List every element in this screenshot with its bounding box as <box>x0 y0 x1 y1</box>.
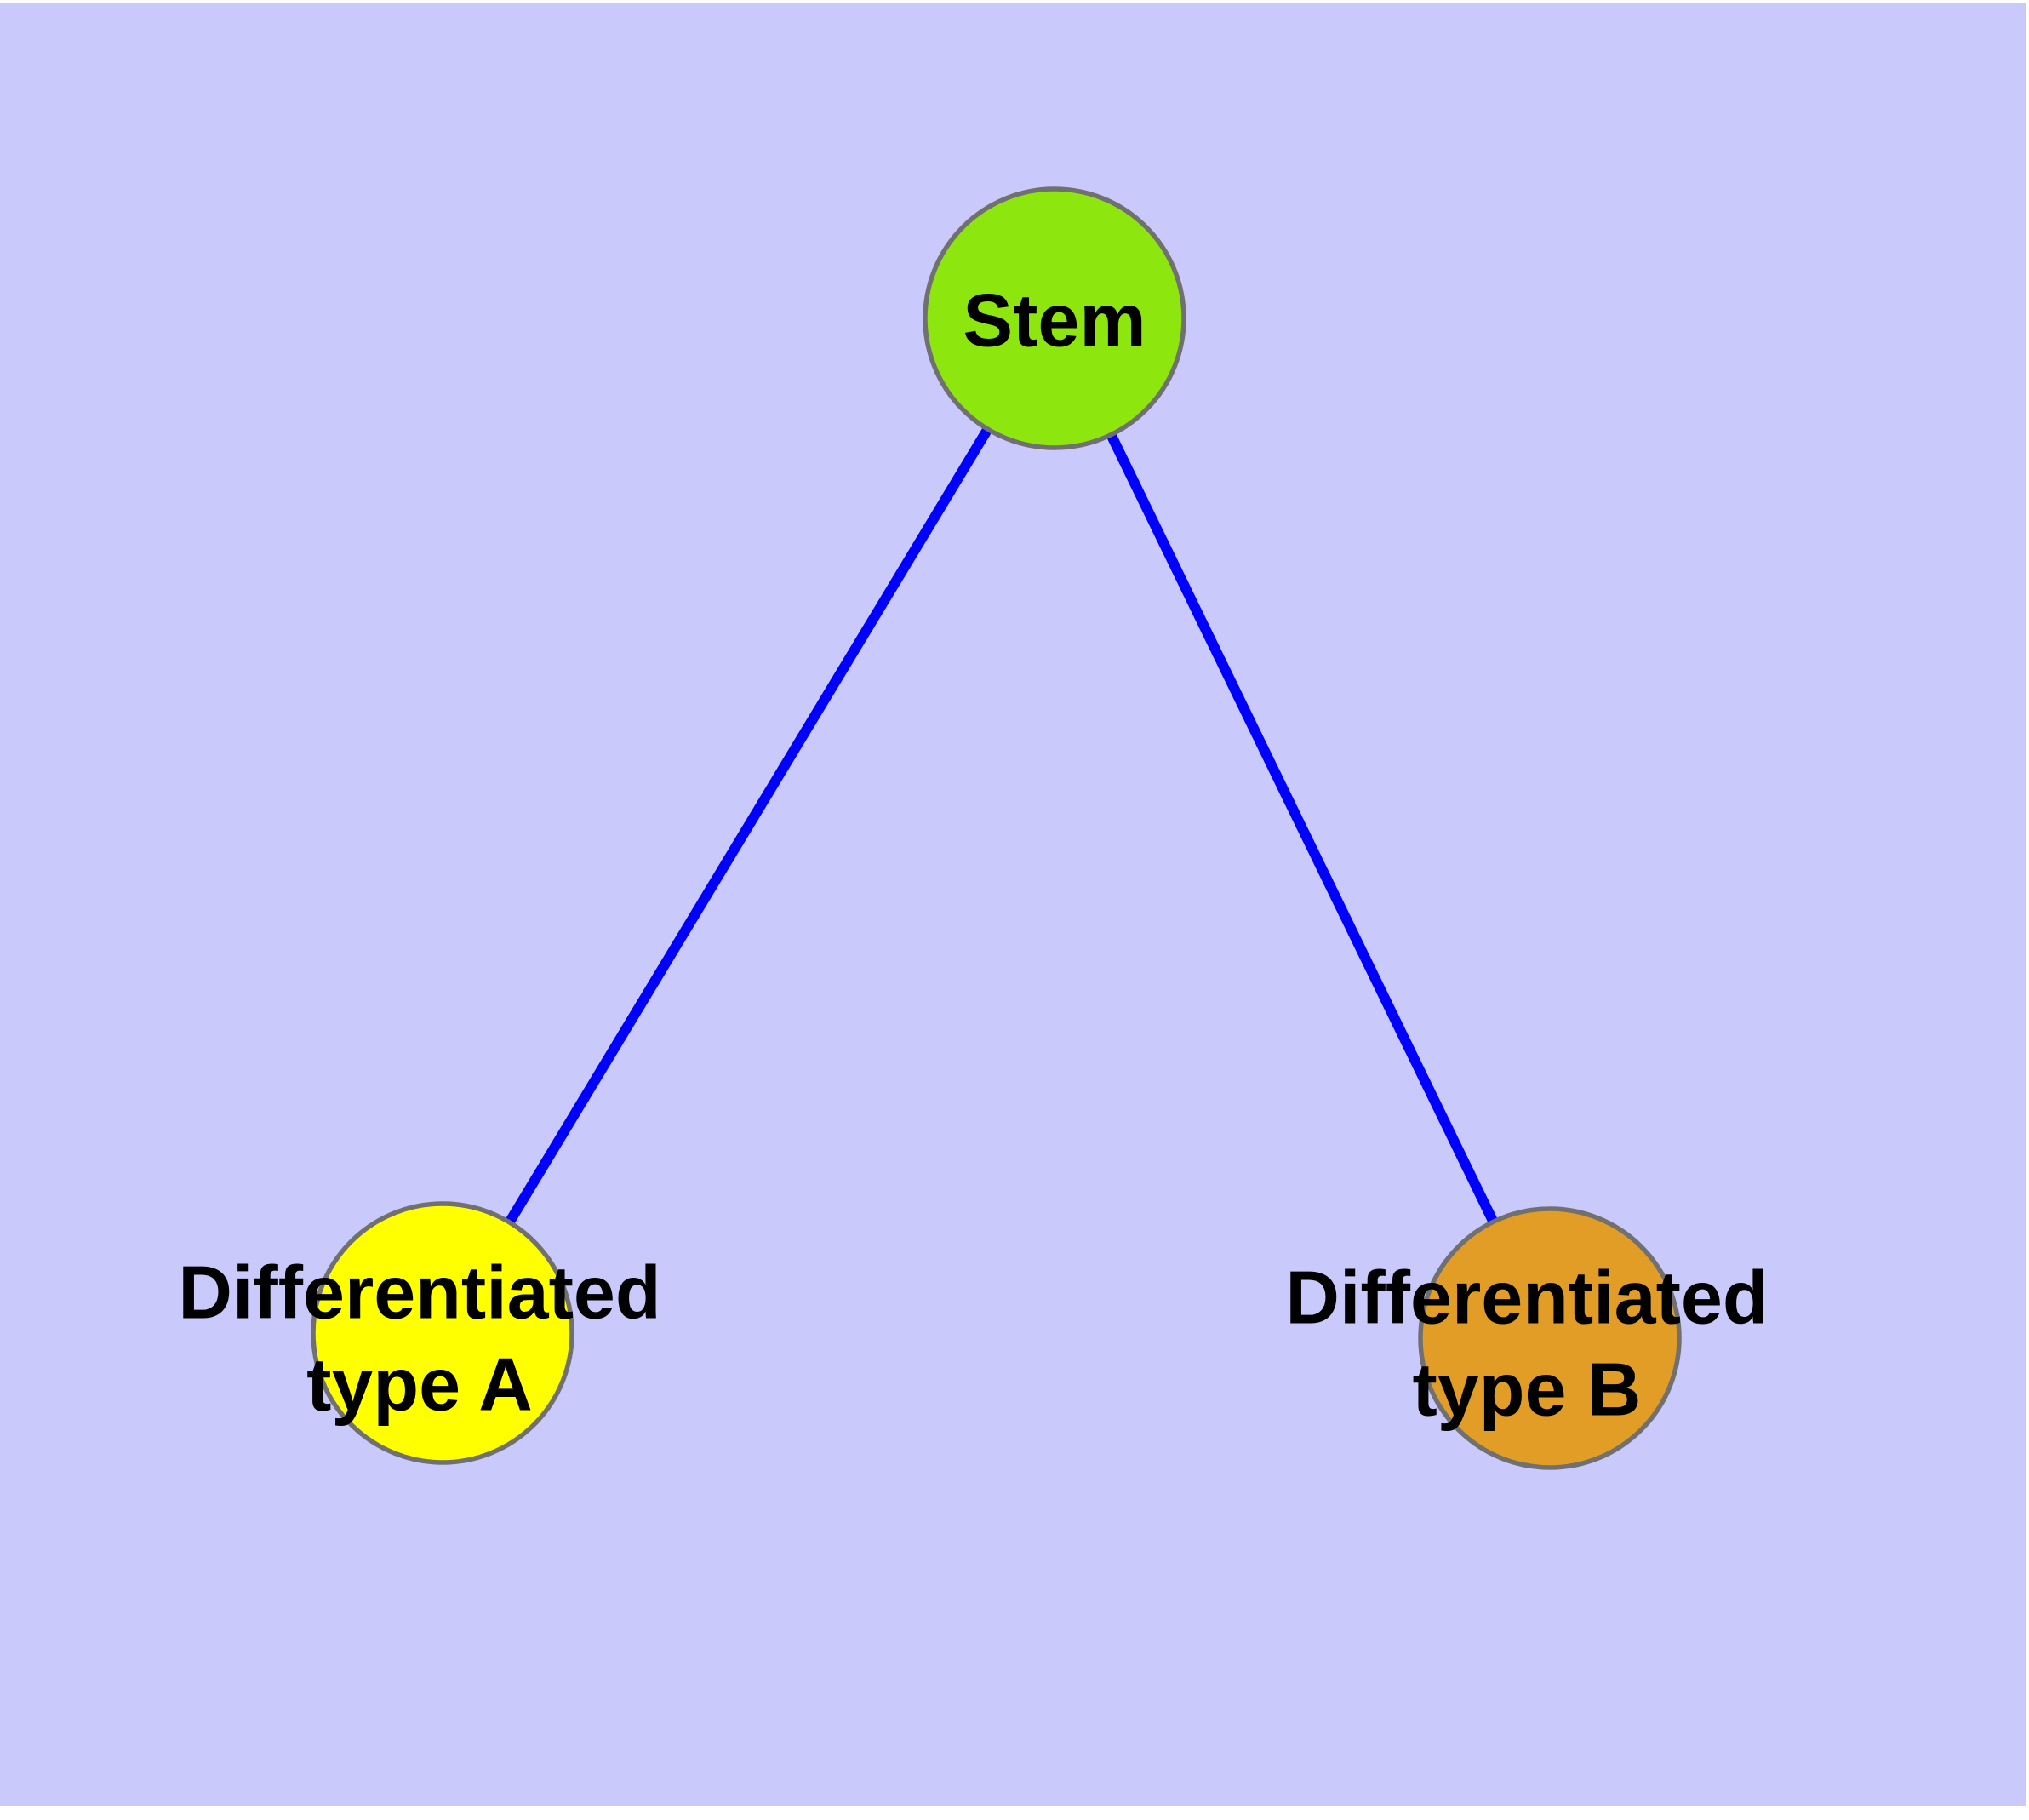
node-differentiated-type-b-circle <box>1418 1206 1682 1470</box>
node-differentiated-type-a-circle <box>311 1201 574 1465</box>
node-differentiated-type-b-label-line1: Differentiated <box>1285 1256 1768 1340</box>
node-differentiated-type-a-label-line2: type A <box>306 1342 533 1427</box>
node-stem-circle <box>923 186 1186 450</box>
edge-stem-to-type-a-line <box>437 315 1060 1336</box>
edge-stem-to-type-b-line <box>1049 316 1555 1341</box>
node-differentiated-type-a-label-line1: Differentiated <box>178 1251 660 1335</box>
node-differentiated-type-b-label-line2: type B <box>1413 1348 1642 1432</box>
node-stem-label: Stem <box>963 278 1146 363</box>
